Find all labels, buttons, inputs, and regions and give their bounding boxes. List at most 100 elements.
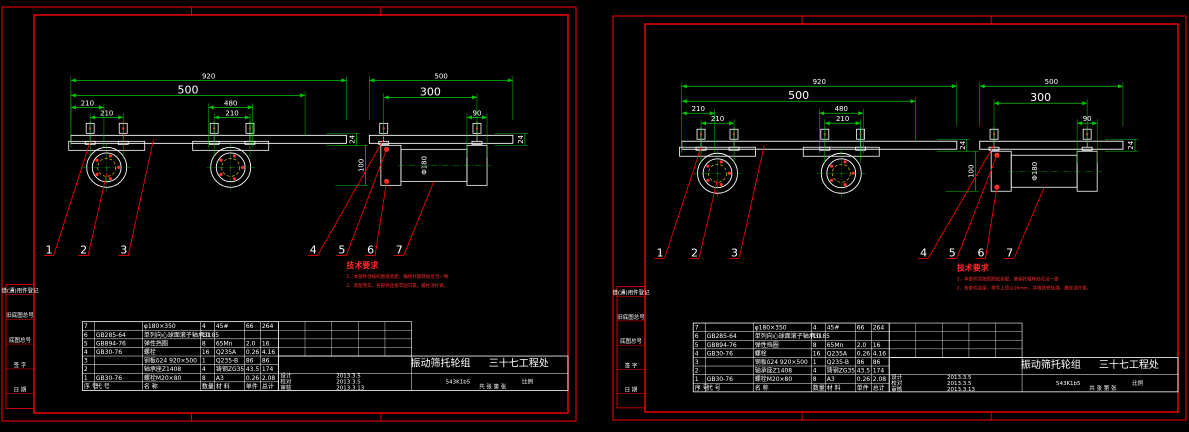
sheet-right-revision-strip [888,322,1023,358]
sheet-right-dim-overall-text: 920 [813,78,826,86]
sheet-left-dim-500-text: 500 [177,83,198,96]
sheet-right-dim-side-300-arrow-left [994,101,1000,106]
sheet-right-bom-cell-3-mat: Q235-B [827,359,849,366]
sheet-right-leader-5 [956,155,998,259]
sheet-right-bom-cell-5-qty: 8 [813,342,817,349]
sheet-right-bom-cell-5-name: 弹性挡圈 [755,341,779,349]
sheet-left-inner-frame [33,14,569,414]
sheet-right-dim-c-arrow-right [855,121,861,126]
sheet-left-side-table-frame [5,283,35,409]
sheet-left-dim-dia: Φ180 [421,156,429,175]
sheet-right-side-bolt-left-nut [988,146,1000,151]
sheet-right-bom-cell-2-w1: 43.5 [857,368,871,375]
sheet-left-bom-cell-1-w2: 2.08 [262,375,276,382]
sheet-right-bom-cell-1-no: 1 [695,376,699,383]
sheet-right-dim-c-arrow-left [824,121,830,126]
sheet-left-housing-2-hole-3 [219,172,223,176]
sheet-left-bom-cell-4-w2: 4.16 [262,349,276,356]
sheet-left-dim-a-text: 210 [81,99,94,107]
sheet-right-housing-2-hole-3 [829,178,834,182]
sheet-left-dim-d-arrow-left [208,105,214,110]
sheet-right-dim-side-overall-arrow-left [979,84,985,89]
sheet-right-callout-2: 2 [691,246,698,259]
sheet-right-leader-3 [738,145,765,259]
sheet-right-dim-side-300-arrow-right [1082,101,1088,106]
sheet-left-bom-cell-4-qty: 16 [202,349,210,356]
sheet-left-leader-7 [403,181,435,256]
sheet-left-callout-4: 4 [310,243,317,256]
sheet-right-bom-header-1: 代 号 [707,384,721,392]
sheet-right-bom-cell-2-mat: 铸钢ZG35 [827,367,856,375]
sheet-left-callout-6: 6 [367,243,374,256]
sheet-right-drawing-number: 543K1b5 [1056,381,1081,387]
sheet-left-dim-b-text: 210 [100,109,113,117]
sheet-left-bom-cell-3-qty: 1 [202,358,206,365]
sheet-left-bom-cell-2-name: 轴承座Z1408 [144,365,182,373]
sheet-right-dim-h2-text: 100 [968,165,976,178]
sheet-right-sheet-label: 共 张 第 张 [1089,384,1117,392]
sheet-left-dim-500-arrow-right [300,93,306,98]
sheet-left-callout-2: 2 [80,243,87,256]
sheet-left-revision-strip [278,321,412,357]
sheet-right-housing-1-hole-1 [727,171,732,175]
sheet-left-dim-side-overall-arrow-right [507,78,513,83]
sheet-left-bom-cell-7-w1: 66 [246,323,254,330]
sheet-left-bom-cell-5-code: GB894-76 [96,340,126,347]
sheet-left-side-plate [368,134,514,144]
sheet-right-side-table-frame [616,286,646,409]
sheet-left-housing-2-base [192,140,270,151]
sheet-right-housing-2-hole-1 [851,171,855,175]
sheet-right-bom-cell-4-qty: 16 [813,350,821,357]
sheet-left-tech-heading: 技术要求 [346,260,379,270]
sheet-right-side-label-1: 旧底图总号 [617,313,645,321]
sheet-right-tech-heading: 技术要求 [957,263,990,273]
sheet-left-housing-1-base [68,140,146,151]
sheet-right-dim-side-300-text: 300 [1030,91,1051,104]
sheet-right-leader-4 [927,145,995,259]
sheet-right-housing-2-hole-2 [843,183,847,187]
sheet-right-bom-header-0: 序 号 [695,384,709,392]
sheet-left-dim-side-overall-text: 500 [434,72,447,80]
sheet-right-dim-side-overall-arrow-right [1117,84,1123,89]
sheet-right-dim-overall-arrow-left [681,84,687,89]
sheet-left-bom-header-3: 数量 [202,382,214,390]
sheet-left-side-housing-left [380,144,402,186]
sheet-right-bom-cell-4-mat: Q235A [827,350,848,357]
sheet-left-housing-2-hole-4 [219,158,223,162]
sheet-left-bom-cell-2-w2: 174 [262,366,274,373]
sheet-left-bom-cell-4-code: GB30-76 [96,349,122,356]
sheet-right-leader-7 [1013,187,1045,259]
sheet-right-dim-side-90-arrow-left [1077,121,1083,126]
sheet-right-leader-6 [985,187,998,259]
sheet-right-bom-cell-1-mat: A3 [827,376,835,383]
sheet-right-callout-5: 5 [949,246,956,259]
sheet-left-bom-cell-5-w1: 2.0 [246,340,256,347]
sheet-right-dim-c-text: 210 [836,115,849,123]
sheet-left-leader-2 [87,173,108,256]
sheet-right-housing-1-hole-5 [719,160,723,164]
sheet-left-bom-cell-3-w2: 86 [262,358,270,365]
sheet-left-bom-cell-6-code: GB285-64 [96,332,126,339]
sheet-right-tech-requirements: 技术要求1、本部件须按照图纸装配，确保托辊转动灵活一致2、各部件连接，零件上须以… [957,263,1091,292]
sheet-right-bom-cell-5-code: GB894-76 [707,342,737,349]
sheet-left-bom-cell-5-mat: 65Mn [216,340,233,347]
sheet-left-bom-cell-6-name: 单列向心球面滚子轴承3185 [144,331,219,339]
sheet-left-callout-7: 7 [396,243,403,256]
sheet-right-dim-overall-arrow-right [951,84,957,89]
sheet-left-bom-cell-7-name: φ180×350 [144,323,176,330]
sheet-left-leader-3 [127,139,154,256]
sheet-right-dim-500-text: 500 [788,89,809,102]
sheet-left-bom-cell-4-mat: Q235A [216,349,237,356]
sheet-left-housing-1-hole-2 [108,177,113,181]
sheet-left-bom-cell-3-name: 钢板δ24 920×500 [144,357,197,365]
sheet-left-dim-overall-arrow-right [341,78,347,83]
sheet-right-role-0: 设计 [891,373,903,381]
sheet-right-organization: 三十七工程处 [1099,358,1159,371]
sheet-left-bom-cell-1-no: 1 [84,375,88,382]
sheet-right-bom-cell-3-w1: 86 [857,359,865,366]
sheet-right-dim-h1-text: 24 [959,140,967,149]
